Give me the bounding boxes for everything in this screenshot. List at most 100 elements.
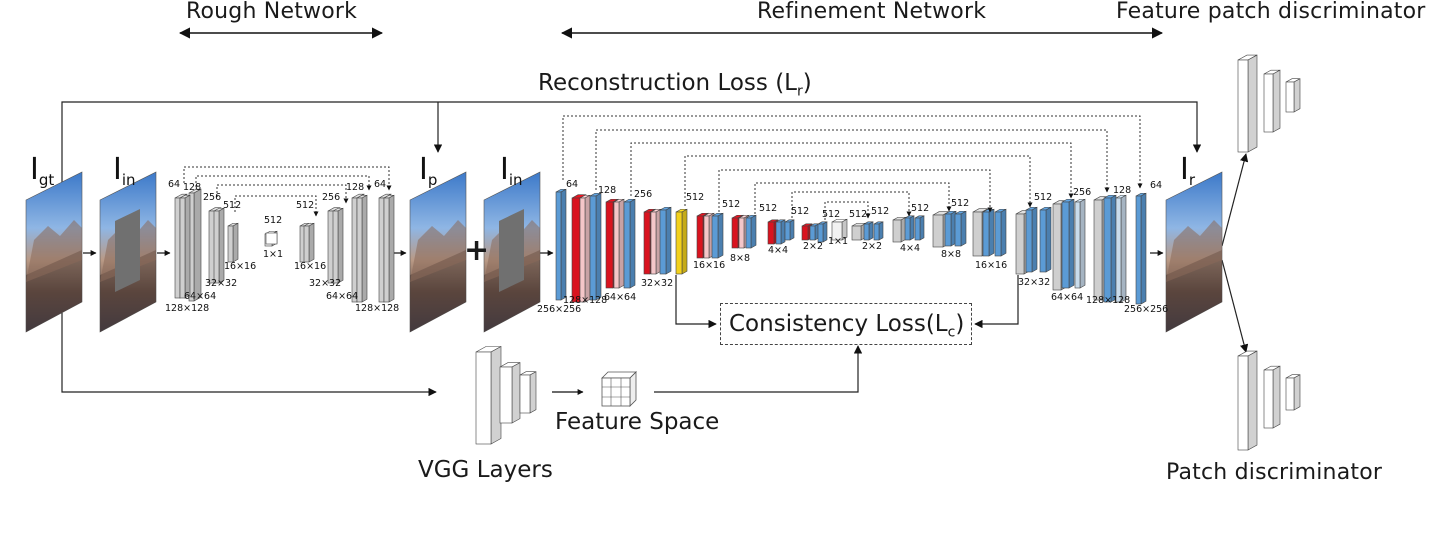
rough-channel-label-5: 512: [264, 215, 283, 226]
refinement-block-36: [994, 208, 1007, 257]
patch-discriminator-layer-3: [1285, 374, 1301, 411]
refinement-size-label-1: 256×256: [537, 304, 582, 315]
refinement-block-32: [944, 210, 957, 247]
consistency-loss-label: Consistency Loss(Lc): [729, 311, 965, 341]
refinement-block-26: [863, 221, 874, 241]
rough-channel-label-2: 128: [183, 182, 202, 193]
refinement-block-19: [775, 219, 786, 245]
feature-space-cube-icon: [601, 371, 637, 407]
ground-truth-image-label: Igt: [30, 152, 55, 189]
refinement-size-label-6: 8×8: [730, 253, 751, 264]
rough-block-2: [188, 188, 202, 302]
refinement-block-6: [613, 198, 625, 289]
vgg-input-line: [61, 300, 437, 397]
vgg-layer-3: [519, 371, 537, 414]
rough-network-title: Rough Network: [186, 0, 358, 24]
refinement-size-label-8: 2×2: [803, 241, 824, 252]
rough-bottleneck-cube: [265, 232, 278, 245]
feature-space-label: Feature Space: [555, 409, 720, 435]
feature-discriminator-layer-2: [1263, 69, 1281, 133]
refinement-skip-512-b: [718, 169, 993, 213]
refinement-input-masked-image: [483, 171, 541, 333]
rough-skip-512: [234, 195, 319, 217]
refined-output-image-label: Ir: [1180, 152, 1196, 189]
vgg-layer-1: [475, 345, 502, 445]
refinement-channel-label-8: 512: [822, 209, 841, 220]
rough-skip-256: [216, 184, 349, 204]
rough-channel-label-9: 64: [374, 179, 387, 190]
refinement-block-4: [589, 192, 602, 301]
refinement-block-10: [659, 206, 672, 275]
refinement-channel-label-1: 64: [566, 179, 579, 190]
refinement-size-label-17: 256×256: [1124, 304, 1169, 315]
refinement-block-28: [892, 216, 907, 243]
rough-channel-label-7: 256: [322, 192, 341, 203]
refinement-block-45: [1115, 194, 1127, 303]
rough-block-pair-5: [356, 194, 368, 303]
rough-block-4: [227, 222, 239, 263]
rough-channel-label-3: 256: [203, 192, 222, 203]
refinement-channel-label-15: 128: [1113, 185, 1132, 196]
vgg-layer-2: [499, 362, 521, 424]
rough-size-label-1: 128×128: [165, 303, 210, 314]
refinement-block-38: [1025, 206, 1038, 273]
refinement-block-35: [982, 208, 995, 257]
refinement-size-label-4: 32×32: [641, 278, 674, 289]
refinement-block-24: [831, 218, 848, 241]
refinement-block-3: [579, 194, 591, 303]
patch-discriminator-layer-1: [1237, 350, 1258, 451]
refinement-skip-256: [630, 142, 1074, 199]
refinement-skip-64: [562, 115, 1143, 189]
refinement-channel-label-4: 512: [686, 192, 705, 203]
rough-size-label-6: 16×16: [294, 261, 327, 272]
refinement-size-label-12: 8×8: [941, 249, 962, 260]
refinement-skip-512-c: [754, 182, 952, 214]
rough-skip-128: [195, 175, 372, 191]
refinement-network-title: Refinement Network: [757, 0, 987, 24]
refinement-input-image-label: Iin: [500, 152, 523, 189]
rough-skip-64: [183, 166, 392, 191]
rough-channel-label-6: 512: [296, 200, 315, 211]
rough-channel-label-1: 64: [168, 179, 181, 190]
refinement-block-17: [745, 214, 757, 249]
vgg-layers-label: VGG Layers: [418, 457, 553, 483]
refinement-block-22: [809, 223, 820, 241]
refinement-block-9: [650, 208, 662, 275]
refinement-block-30: [914, 215, 925, 241]
refinement-size-label-2: 128×128: [563, 295, 608, 306]
refinement-size-label-13: 16×16: [975, 260, 1008, 271]
refinement-block-1: [555, 188, 567, 301]
refinement-channel-label-5: 512: [722, 199, 741, 210]
refinement-channel-label-7: 512: [791, 206, 810, 217]
rough-size-label-9: 128×128: [355, 303, 400, 314]
patch-discriminator-title: Patch discriminator: [1166, 460, 1383, 485]
refinement-channel-label-6: 512: [759, 203, 778, 214]
refinement-size-label-9: 1×1: [828, 236, 849, 247]
refinement-block-14: [711, 212, 724, 259]
refinement-size-label-5: 16×16: [693, 260, 726, 271]
refinement-size-label-7: 4×4: [768, 245, 789, 256]
refinement-block-33: [954, 210, 967, 247]
refinement-block-29: [904, 215, 915, 241]
rough-size-label-2: 64×64: [184, 291, 217, 302]
refinement-channel-label-12: 512: [951, 198, 970, 209]
refinement-block-46: [1135, 192, 1147, 305]
refinement-skip-512-a: [684, 155, 1033, 208]
refinement-size-label-11: 4×4: [900, 243, 921, 254]
ground-truth-image: [25, 171, 83, 333]
reconstruction-loss-line: [61, 101, 1202, 190]
refinement-channel-label-2: 128: [598, 185, 617, 196]
rough-size-label-8: 64×64: [326, 291, 359, 302]
rough-size-label-5: 1×1: [263, 249, 284, 260]
refinement-block-41: [1061, 198, 1075, 289]
refinement-block-11: [675, 208, 688, 275]
refinement-block-20: [784, 219, 795, 241]
refinement-skip-512-e: [824, 201, 871, 220]
refined-output-image: [1165, 171, 1223, 333]
refinement-channel-label-10: 512: [871, 206, 890, 217]
rough-size-label-7: 32×32: [309, 278, 342, 289]
rough-input-masked-image: [99, 171, 157, 333]
rough-input-image-label: Iin: [113, 152, 136, 189]
refinement-block-39: [1039, 206, 1052, 273]
